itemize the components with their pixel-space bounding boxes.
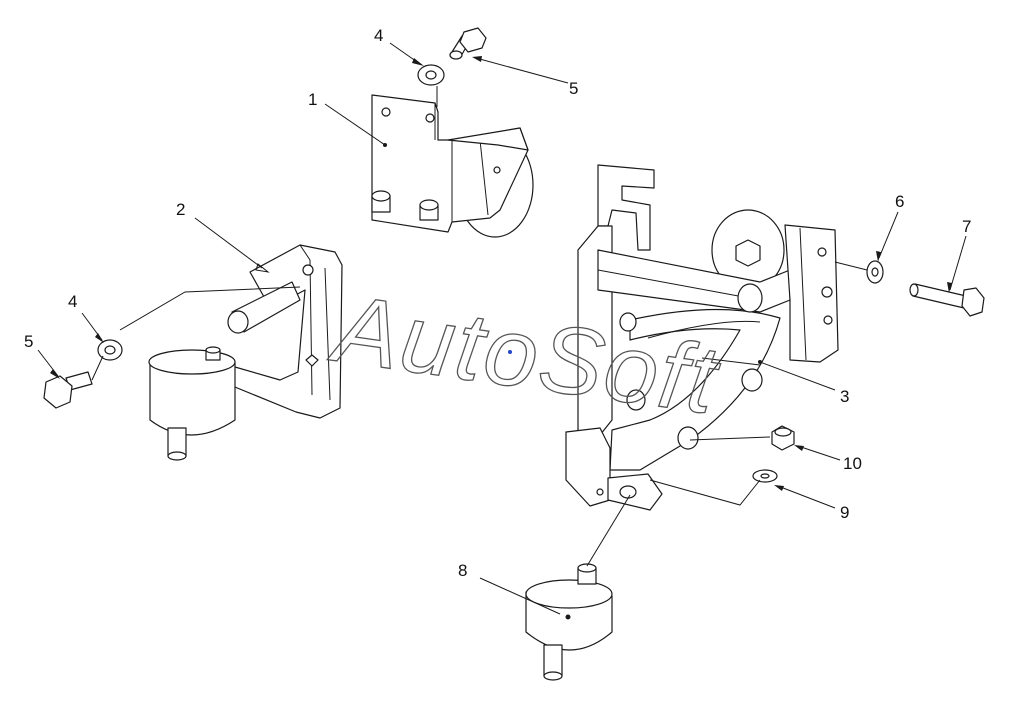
part-9-washer — [752, 469, 778, 483]
part-2-left-bracket — [148, 244, 343, 461]
callout-6: 6 — [895, 192, 904, 211]
callout-10: 10 — [843, 454, 862, 473]
part-6-washer — [866, 260, 884, 284]
part-8-rubber-mount — [525, 563, 613, 681]
callout-leaders — [37, 42, 967, 615]
callout-2: 2 — [176, 200, 185, 219]
part-4-washer-left — [97, 339, 123, 361]
callout-4-top: 4 — [374, 26, 383, 45]
part-4-washer-top — [417, 64, 445, 86]
part-7-bolt — [909, 283, 985, 317]
callout-9: 9 — [840, 503, 849, 522]
callout-5-top: 5 — [569, 79, 578, 98]
callout-5-left: 5 — [24, 332, 33, 351]
part-5-bolt-top — [449, 27, 487, 60]
part-1-upper-bracket — [371, 94, 534, 238]
part-3-main-bracket — [565, 164, 839, 511]
watermark-center-dot — [508, 350, 512, 354]
part-10-nut — [771, 425, 795, 451]
callout-3: 3 — [840, 387, 849, 406]
callout-labels: 1 2 3 4 4 5 5 6 7 8 9 10 — [24, 26, 971, 580]
part-5-bolt-left — [43, 371, 93, 409]
callout-1: 1 — [308, 90, 317, 109]
callout-4-left: 4 — [68, 292, 77, 311]
callout-8: 8 — [458, 561, 467, 580]
callout-7: 7 — [962, 217, 971, 236]
